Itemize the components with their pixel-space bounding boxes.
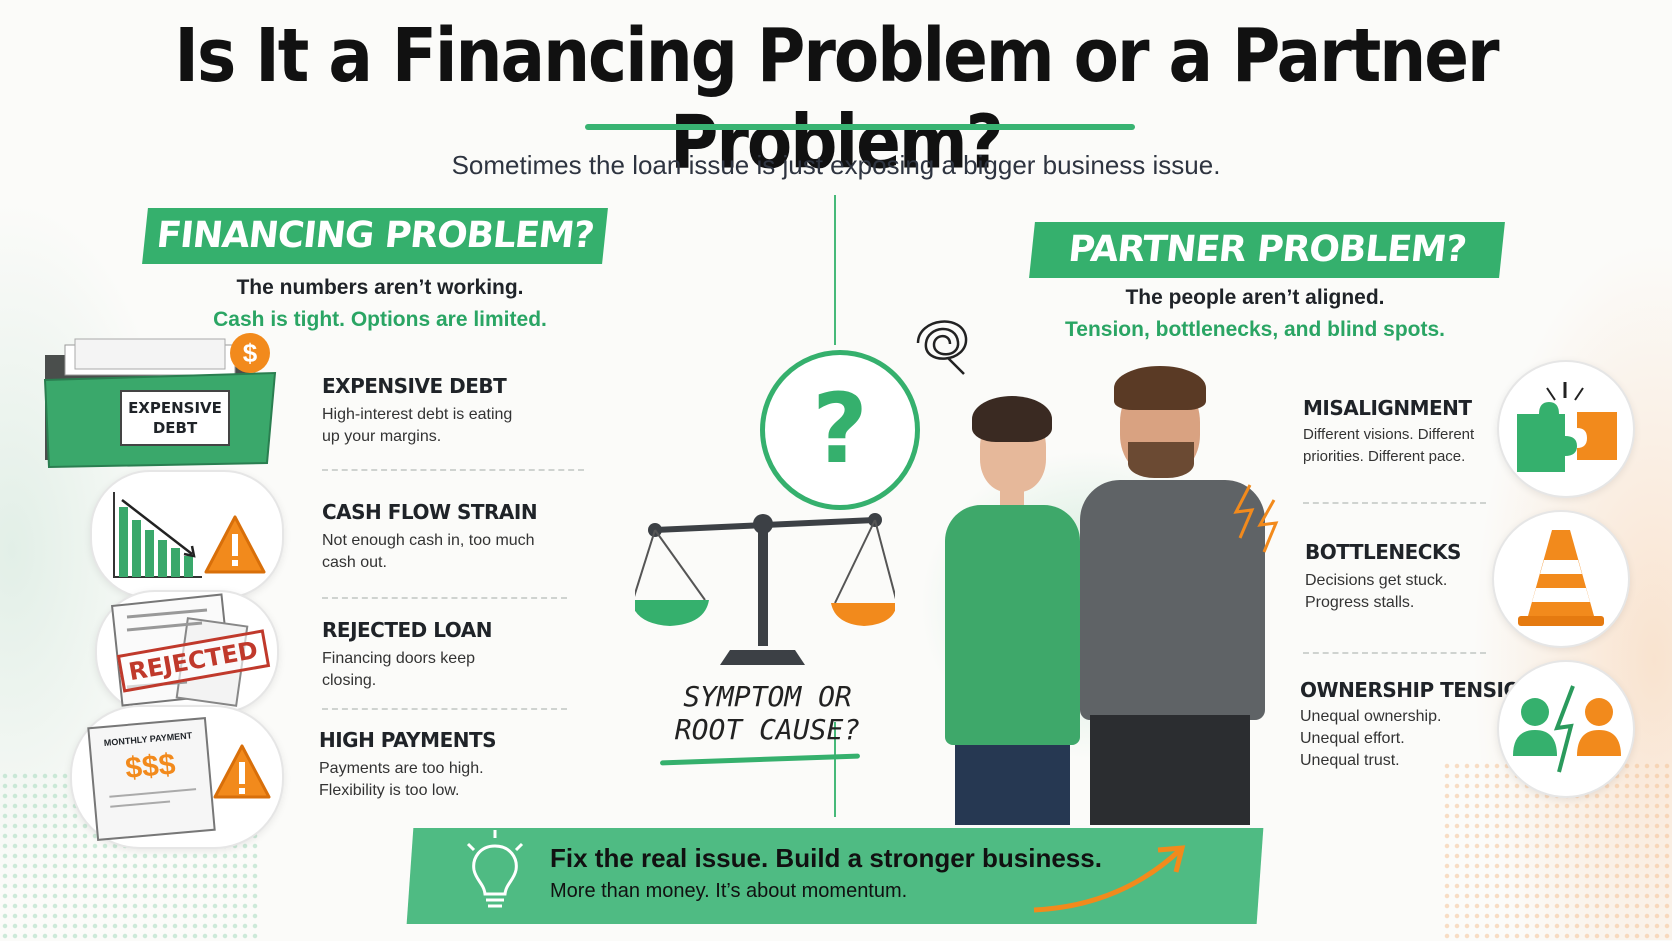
bill-icon: MONTHLY PAYMENT $$$	[87, 717, 216, 841]
item-bottlenecks-title: BOTTLENECKS	[1305, 540, 1461, 564]
separator	[322, 597, 567, 599]
dollar-icon: $	[230, 333, 270, 373]
financing-tagline: The numbers aren’t working.	[236, 276, 524, 299]
item-rejected-loan-desc-line-2: closing.	[322, 672, 377, 689]
page-subtitle: Sometimes the loan issue is just exposin…	[451, 150, 1221, 180]
cta-subline: More than money. It’s about momentum.	[550, 880, 908, 902]
item-high-payments-desc-line-2: Flexibility is too low.	[319, 782, 460, 799]
item-expensive-debt-title: EXPENSIVE DEBT	[322, 374, 507, 398]
rejected-loan-illustration: REJECTED	[95, 590, 279, 714]
lightbulb-icon	[466, 830, 524, 908]
item-high-payments-title: HIGH PAYMENTS	[319, 728, 497, 752]
separator	[322, 469, 584, 471]
symptom-text-line-2: ROOT CAUSE?	[674, 713, 861, 746]
scribble-icon	[916, 320, 968, 375]
man-pants	[1090, 715, 1250, 825]
item-ownership-title: OWNERSHIP TENSION	[1300, 678, 1537, 702]
symptom-underline	[659, 753, 861, 766]
bottlenecks-icon-circle	[1492, 510, 1630, 648]
center-divider-bottom	[834, 722, 836, 817]
item-misalignment-title: MISALIGNMENT	[1303, 396, 1472, 420]
ownership-icon-circle	[1497, 660, 1635, 798]
item-cash-flow-title: CASH FLOW STRAIN	[322, 500, 538, 524]
misalignment-icon-circle	[1497, 360, 1635, 498]
item-ownership-desc-line-3: Unequal trust.	[1300, 752, 1400, 769]
item-high-payments-desc-line-1: Payments are too high.	[319, 760, 484, 777]
item-bottlenecks-desc-line-1: Decisions get stuck.	[1305, 572, 1448, 589]
item-high-payments-desc: Payments are too high. Flexibility is to…	[319, 758, 484, 802]
center-divider-top	[834, 195, 836, 345]
item-expensive-debt-desc-line-1: High-interest debt is eating	[322, 406, 513, 423]
cash-flow-illustration	[90, 470, 284, 599]
title-underline	[585, 124, 1135, 130]
separator	[322, 708, 567, 710]
expensive-debt-illustration: EXPENSIVE DEBT $	[35, 333, 285, 475]
symptom-text: SYMPTOM OR ROOT CAUSE?	[660, 680, 875, 746]
folder-label: EXPENSIVE DEBT	[120, 390, 230, 446]
item-expensive-debt-desc: High-interest debt is eating up your mar…	[322, 404, 512, 448]
item-cash-flow-desc-line-1: Not enough cash in, too much	[322, 532, 535, 549]
cta-headline: Fix the real issue. Build a stronger bus…	[550, 843, 1102, 873]
warning-icon	[204, 515, 266, 574]
item-ownership-desc-line-2: Unequal effort.	[1300, 730, 1405, 747]
separator	[1303, 502, 1486, 504]
item-misalignment-desc: Different visions. Different priorities.…	[1303, 424, 1474, 468]
item-misalignment-desc-line-1: Different visions. Different	[1303, 426, 1475, 443]
item-rejected-loan-desc: Financing doors keep closing.	[322, 648, 475, 692]
item-bottlenecks-desc: Decisions get stuck. Progress stalls.	[1305, 570, 1447, 614]
partner-tagline-green: Tension, bottlenecks, and blind spots.	[1065, 318, 1445, 341]
folder-label-line-1: EXPENSIVE	[128, 399, 222, 417]
woman-jacket	[945, 505, 1080, 745]
item-bottlenecks-desc-line-2: Progress stalls.	[1305, 594, 1415, 611]
monthly-payment-value: $$$	[124, 747, 177, 786]
item-ownership-desc: Unequal ownership. Unequal effort. Unequ…	[1300, 706, 1441, 772]
scales-icon	[635, 513, 895, 665]
partners-illustration	[900, 330, 1280, 825]
financing-banner: FINANCING PROBLEM?	[142, 208, 608, 264]
question-icon: ?	[760, 350, 920, 510]
page-title: Is It a Financing Problem or a Partner P…	[174, 12, 1499, 186]
partner-banner: PARTNER PROBLEM?	[1029, 222, 1505, 278]
item-expensive-debt-desc-line-2: up your margins.	[322, 428, 442, 445]
woman-hair	[972, 396, 1052, 442]
symptom-text-line-1: SYMPTOM OR	[683, 680, 852, 713]
lightning-icon	[1233, 484, 1279, 553]
man-beard	[1128, 442, 1194, 478]
item-misalignment-desc-line-2: priorities. Different pace.	[1303, 448, 1466, 465]
partner-tagline: The people aren’t aligned.	[1125, 286, 1385, 309]
folder-label-line-2: DEBT	[152, 419, 198, 437]
warning-icon	[213, 744, 271, 799]
puzzle-icon	[1517, 382, 1617, 472]
people-conflict-icon	[1513, 685, 1621, 773]
arrow-icon	[1033, 845, 1186, 913]
woman-jeans	[955, 745, 1070, 825]
traffic-cone-icon	[1518, 530, 1604, 626]
item-cash-flow-desc-line-2: cash out.	[322, 554, 387, 571]
item-rejected-loan-title: REJECTED LOAN	[322, 618, 492, 642]
item-ownership-desc-line-1: Unequal ownership.	[1300, 708, 1442, 725]
man-hair	[1114, 366, 1206, 410]
item-rejected-loan-desc-line-1: Financing doors keep	[322, 650, 475, 667]
financing-tagline-green: Cash is tight. Options are limited.	[213, 308, 547, 331]
declining-chart-icon	[113, 492, 266, 578]
high-payments-illustration: MONTHLY PAYMENT $$$	[70, 705, 284, 849]
separator	[1303, 652, 1486, 654]
item-cash-flow-desc: Not enough cash in, too much cash out.	[322, 530, 535, 574]
man-shirt	[1080, 480, 1265, 720]
